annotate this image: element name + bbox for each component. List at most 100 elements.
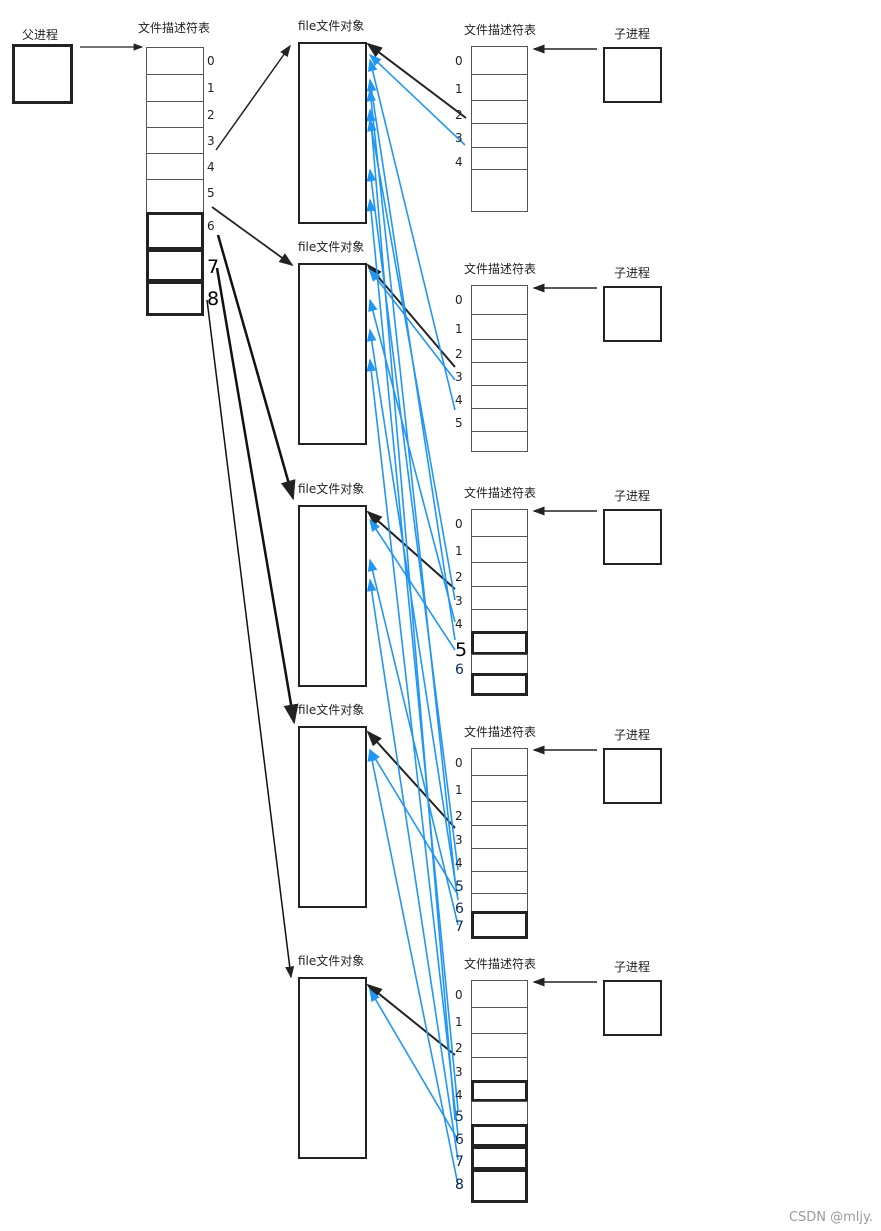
child-fd-index: 2 [455,809,463,823]
child-fd-row [471,100,528,124]
child-fd-index: 7 [455,919,464,935]
parent-fd-row [146,127,204,154]
child-fd-index: 6 [455,662,464,678]
child-fd-row [471,848,528,872]
parent-fd-row [146,74,204,102]
child-fd-index: 1 [455,783,463,797]
child-fd-table-title: 文件描述符表 [464,486,537,500]
fd5-to-file-arrow [211,206,294,267]
child-fd-index: 4 [455,856,463,870]
child-fd-row [471,74,528,101]
fd7-to-file-arrow [215,267,299,725]
child-process-box [603,509,662,565]
child-fd-row [471,385,528,409]
child-fd-index: 2 [455,570,463,584]
child-fd-index: 3 [455,833,463,847]
inherited-fd-arrow [366,328,459,901]
child-fd-index: 1 [455,1015,463,1029]
inherited-fd-arrow [368,298,456,623]
child-fd-row [471,1124,528,1147]
parent-fd-index: 7 [207,256,220,278]
child-fd-row [471,748,528,776]
parent-process-label: 父进程 [22,28,59,42]
child-fd-to-file-arrow [366,730,456,829]
child-fd-index: 5 [455,639,468,661]
child-fd-row [471,609,528,632]
child-fd-index: 3 [455,594,463,608]
child-fd-index: 4 [455,393,463,407]
file-object-label: file文件对象 [298,240,365,254]
child-process-box [603,286,662,342]
child-fd-row [471,536,528,563]
child-fd-row [471,893,528,912]
parent-fd-index: 0 [207,54,215,68]
child-fd-index: 1 [455,322,463,336]
child-fd-row [471,1146,528,1170]
child-fd-index: 4 [455,155,463,169]
child-process-box [603,47,662,103]
parent-fd-row [146,153,204,180]
child-fd-index: 3 [455,1065,463,1079]
child-fd-row [471,147,528,170]
child-fd-row [471,362,528,386]
child-fd-index: 2 [455,347,463,361]
parent-fd-row [146,179,204,213]
file-object-box [298,42,367,224]
child-fd-index: 3 [455,370,463,384]
child-fd-table-title: 文件描述符表 [464,725,537,739]
inherited-fd-arrow [368,53,466,146]
file-object-box [298,977,367,1159]
child-fd-row [471,408,528,432]
inherited-fd-arrow [367,58,456,411]
child-fd-index: 6 [455,901,464,917]
inherited-fd-arrow [366,88,456,881]
child-fd-index: 3 [455,131,463,145]
child-fd-row [471,1007,528,1034]
child-fd-row [471,339,528,363]
child-fd-to-file-arrow [366,42,467,119]
child-fd-row [471,673,528,696]
child-fd-index: 4 [455,1088,463,1102]
child-fd-table-title: 文件描述符表 [464,23,537,37]
inherited-fd-arrow [366,198,459,1111]
child-fd-row [471,586,528,610]
child-fd-row [471,1080,528,1102]
child-process-label: 子进程 [614,728,651,742]
file-object-box [298,726,367,908]
child-fd-row [471,431,528,452]
parent-fd-index: 4 [207,160,215,174]
child-fd-row [471,509,528,537]
child-fd-index: 4 [455,617,463,631]
inherited-fd-arrow [366,108,456,1121]
child-fd-index: 7 [455,1154,464,1170]
child-fd-index: 1 [455,544,463,558]
parent-fd-index: 1 [207,81,215,95]
parent-fd-index: 3 [207,134,215,148]
inherited-fd-arrow [366,358,459,1136]
parent-fd-row [146,212,204,250]
file-object-label: file文件对象 [298,703,365,717]
parent-process-box [12,44,73,104]
child-fd-row [471,1169,528,1203]
child-process-label: 子进程 [614,27,651,41]
child-fd-row [471,871,528,894]
child-fd-row [471,980,528,1008]
child-fd-index: 8 [455,1177,464,1193]
child-process-box [603,748,662,804]
parent-fd-row [146,101,204,128]
child-fd-index: 2 [455,108,463,122]
child-fd-row [471,911,528,939]
child-fd-row [471,825,528,849]
inherited-fd-arrow [369,748,459,896]
child-fd-index: 5 [455,1109,464,1125]
watermark: CSDN @mljy. [788,1210,873,1225]
inherited-fd-arrow [369,988,459,1141]
child-fd-row [471,1101,528,1125]
child-fd-index: 0 [455,988,463,1002]
inherited-fd-arrow [369,518,456,651]
child-fd-index: 0 [455,517,463,531]
child-fd-row [471,314,528,340]
child-fd-row [471,562,528,587]
inherited-fd-arrow [366,578,459,1161]
